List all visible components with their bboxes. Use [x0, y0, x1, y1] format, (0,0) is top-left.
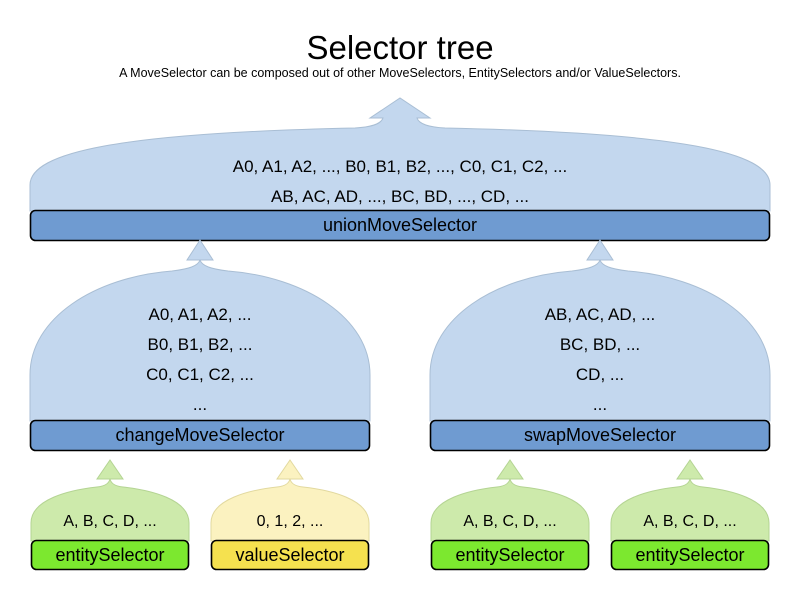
- swap-entity-right-node-body: [610, 459, 770, 542]
- page-subtitle: A MoveSelector can be composed out of ot…: [119, 66, 681, 80]
- change-entity-node-body: [30, 459, 190, 542]
- swap-node-bar[interactable]: [429, 419, 771, 452]
- union-node-bar[interactable]: [29, 209, 771, 242]
- page-title: Selector tree: [306, 29, 494, 66]
- swap-node-body: [429, 239, 771, 422]
- swap-entity-left-node-bar[interactable]: [430, 539, 590, 571]
- swap-entity-left-node-body: [430, 459, 590, 542]
- union-node-body: [29, 97, 771, 212]
- change-node-body: [29, 239, 371, 422]
- change-value-node-bar[interactable]: [210, 539, 370, 571]
- change-value-node-body: [210, 459, 370, 542]
- change-node-bar[interactable]: [29, 419, 371, 452]
- change-entity-node-bar[interactable]: [30, 539, 190, 571]
- swap-entity-right-node-bar[interactable]: [610, 539, 770, 571]
